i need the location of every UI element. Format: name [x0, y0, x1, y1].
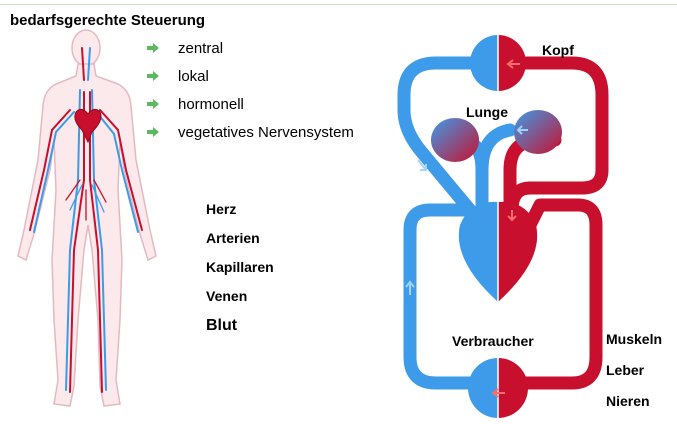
organ-list: Muskeln Leber Nieren — [606, 331, 662, 424]
control-list: zentral lokal hormonell vegetatives Nerv… — [145, 40, 354, 152]
human-circulation-illustration — [0, 20, 175, 420]
control-list-item: hormonell — [145, 96, 354, 124]
head-capillaries-venous — [470, 35, 498, 91]
heart-left-side — [498, 202, 537, 302]
left-lung — [431, 118, 479, 162]
heart-right-side — [459, 202, 498, 302]
control-label: lokal — [178, 68, 209, 85]
organ-leber: Leber — [606, 362, 662, 393]
control-list-item: zentral — [145, 40, 354, 68]
component-blut: Blut — [206, 317, 274, 346]
consumer-capillaries-arterial — [498, 358, 528, 418]
component-kapillaren: Kapillaren — [206, 259, 274, 288]
control-label: hormonell — [178, 96, 244, 113]
component-herz: Herz — [206, 201, 274, 230]
consumer-capillaries-venous — [468, 358, 498, 418]
control-list-item: vegetatives Nervensystem — [145, 124, 354, 152]
control-label: zentral — [178, 40, 223, 57]
control-label: vegetatives Nervensystem — [178, 124, 354, 141]
component-arterien: Arterien — [206, 230, 274, 259]
circulation-diagram — [390, 20, 625, 420]
control-list-item: lokal — [145, 68, 354, 96]
head-label: Kopf — [542, 42, 574, 58]
header-divider — [0, 4, 677, 5]
organ-muskeln: Muskeln — [606, 331, 662, 362]
component-list: Herz Arterien Kapillaren Venen Blut — [206, 201, 274, 346]
consumer-label: Verbraucher — [452, 333, 534, 349]
lung-label: Lunge — [466, 104, 508, 120]
organ-nieren: Nieren — [606, 393, 662, 424]
component-venen: Venen — [206, 288, 274, 317]
